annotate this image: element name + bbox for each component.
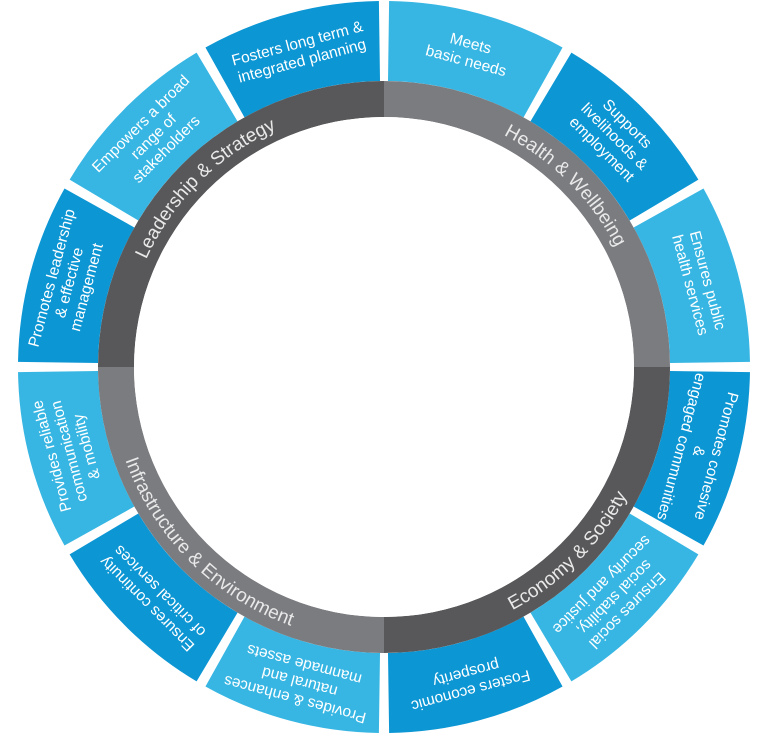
segment-shape [633, 188, 750, 364]
segment-shape [387, 616, 563, 733]
segment-shape [387, 1, 563, 118]
section-shape [384, 81, 670, 367]
segment-promotes-leadership-management: Promotes leadership& effectivemanagement [18, 188, 135, 364]
segment-fosters-economic-prosperity: Fosters economicprosperity [387, 616, 563, 733]
segment-shape [18, 188, 135, 364]
segment-fosters-long-term-planning: Fosters long term &integrated planning [205, 1, 381, 118]
segment-shape [530, 513, 699, 682]
segment-shape [18, 370, 135, 546]
segment-shape [530, 52, 699, 221]
center-disc [134, 117, 634, 617]
section-shape [98, 81, 384, 367]
segment-shape [69, 52, 238, 221]
section-shape [98, 367, 384, 653]
segment-shape [205, 1, 381, 118]
segment-shape [633, 370, 750, 546]
segment-meets-basic-needs: Meetsbasic needs [387, 1, 563, 118]
segment-supports-livelihoods: Supportslivelihoods &employment [530, 52, 699, 221]
segment-ensures-public-health: Ensures publichealth services [633, 188, 750, 364]
segment-shape [205, 616, 381, 733]
segment-provides-reliable-communication: Provides reliablecommunication& mobility [18, 370, 135, 546]
section-shape [384, 367, 670, 653]
segment-shape [69, 513, 238, 682]
